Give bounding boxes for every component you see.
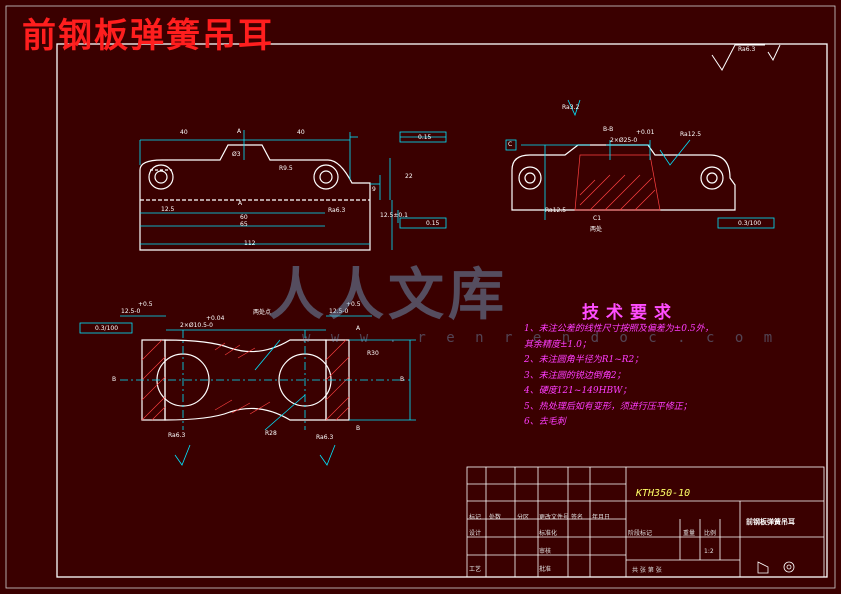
tb-label-stage: 阶段标记 — [628, 530, 653, 537]
section-mark-a-top: A — [237, 128, 242, 135]
dim-r28: R28 — [265, 430, 277, 437]
tb-label-design: 设计 — [469, 530, 482, 537]
tech-item: 其余精度±1.0； — [524, 339, 591, 350]
tb-label-standard: 标准化 — [539, 530, 558, 537]
tech-item: 4、硬度121~149HBW； — [524, 386, 632, 396]
section-dia: 2×Ø25-0 — [610, 137, 638, 144]
dim-60: 60 — [240, 214, 248, 221]
section-ra-3-2: Ra3.2 — [562, 104, 580, 111]
tb-label-weight: 重量 — [683, 530, 696, 537]
tb-label-change: 更改文件号 — [539, 514, 570, 521]
ra-6-3-right: Ra6.3 — [316, 434, 334, 441]
tb-label-sign: 签名 — [571, 514, 584, 521]
section-label-bb: B-B — [603, 126, 614, 133]
ra-6-3-left: Ra6.3 — [168, 432, 186, 439]
dim-12-5-tol: 12.5±0.1 — [380, 212, 408, 219]
section-dimensions — [505, 99, 775, 229]
top-view — [139, 144, 371, 251]
inner-frame — [56, 43, 828, 578]
dim-12-5-left: 12.5-0 — [121, 308, 141, 315]
gdt-upper: 0.15 — [418, 134, 432, 141]
tb-label-date: 年月日 — [592, 514, 611, 521]
bottom-dimensions — [79, 315, 416, 466]
tech-item: 3、未注圆的锐边倒角2； — [524, 370, 626, 381]
tb-label-count: 处数 — [489, 514, 502, 521]
gdt-lower: 0.15 — [426, 220, 440, 227]
label-b-left: B — [112, 376, 117, 383]
dim-65: 65 — [240, 221, 248, 228]
dim-r9-5: R9.5 — [279, 165, 293, 172]
title-block — [466, 466, 825, 578]
tech-item: 6、去毛刺 — [524, 417, 566, 427]
section-c1: C1 — [593, 215, 602, 222]
section-datum-c: C — [508, 141, 513, 148]
top-view-dimensions — [139, 130, 447, 250]
ra-6-3-top: Ra6.3 — [328, 207, 346, 214]
holes-tol: +0.04 — [206, 315, 225, 322]
section-ra-12-5: Ra12.5 — [680, 131, 702, 138]
dim-12-5-right: 12.5-0 — [329, 308, 349, 315]
tb-label-sheets: 共 张 第 张 — [632, 567, 662, 574]
dim-r30: R30 — [367, 350, 379, 357]
tb-label-approve: 批准 — [539, 566, 552, 573]
section-hatch — [574, 154, 661, 211]
tech-item: 5、热处理后如有变形，须进行压平修正； — [524, 401, 692, 412]
dim-112: 112 — [244, 240, 256, 247]
label-b-right: B — [400, 376, 405, 383]
dim-40-left: 40 — [180, 129, 188, 136]
bottom-hatch — [141, 339, 350, 421]
section-view — [511, 144, 736, 211]
dim-12-5: 12.5 — [161, 206, 175, 213]
tech-item: 1、未注公差的线性尺寸按照及偏差为±0.5外， — [524, 324, 714, 334]
section-side-note: 两处 — [590, 226, 603, 233]
tech-requirements-list: 1、未注公差的线性尺寸按照及偏差为±0.5外， 其余精度±1.0； 2、未注圆角… — [524, 322, 714, 431]
section-mark-a-bottom: A — [238, 200, 243, 207]
watermark-logo: 人人文库 — [268, 263, 508, 328]
tech-item: 2、未注圆角半径为R1~R2； — [524, 355, 644, 365]
part-name: 前钢板弹簧吊耳 — [746, 518, 795, 526]
dim-9: 9 — [372, 186, 376, 193]
tb-label-mark: 标记 — [469, 514, 482, 521]
tol-right: +0.5 — [346, 301, 361, 308]
dim-40-right: 40 — [297, 129, 305, 136]
section-tol: +0.01 — [636, 129, 655, 136]
tb-label-review: 审核 — [539, 548, 552, 555]
datum-a: A — [356, 325, 361, 332]
bottom-runout: 0.3/100 — [95, 325, 119, 332]
center-note: 两处点 — [253, 309, 272, 316]
tb-scale-value: 1:2 — [704, 548, 714, 555]
surface-symbol-label: Ra6.3 — [738, 46, 756, 53]
tb-label-scale: 比例 — [704, 530, 717, 537]
tech-requirements-heading: 技术要求 — [582, 303, 678, 323]
tb-label-zone: 分区 — [517, 514, 530, 521]
outer-frame — [5, 5, 836, 589]
watermark-url: w w w . r e n r e n d o c . c o m — [302, 330, 779, 346]
drawing-title: 前钢板弹簧吊耳 — [22, 16, 274, 56]
dim-22: 22 — [405, 173, 413, 180]
tb-label-process: 工艺 — [469, 566, 482, 573]
phi-top: Ø3 — [232, 151, 241, 158]
holes-dim: 2×Ø10.5-0 — [180, 322, 213, 329]
part-code: KTH350-10 — [636, 488, 691, 499]
datum-b: B — [356, 425, 361, 432]
section-ra-12-5-b: Ra12.5 — [545, 207, 567, 214]
tol-left: +0.5 — [138, 301, 153, 308]
section-runout: 0.3/100 — [738, 220, 762, 227]
surface-finish-symbol — [711, 44, 781, 71]
